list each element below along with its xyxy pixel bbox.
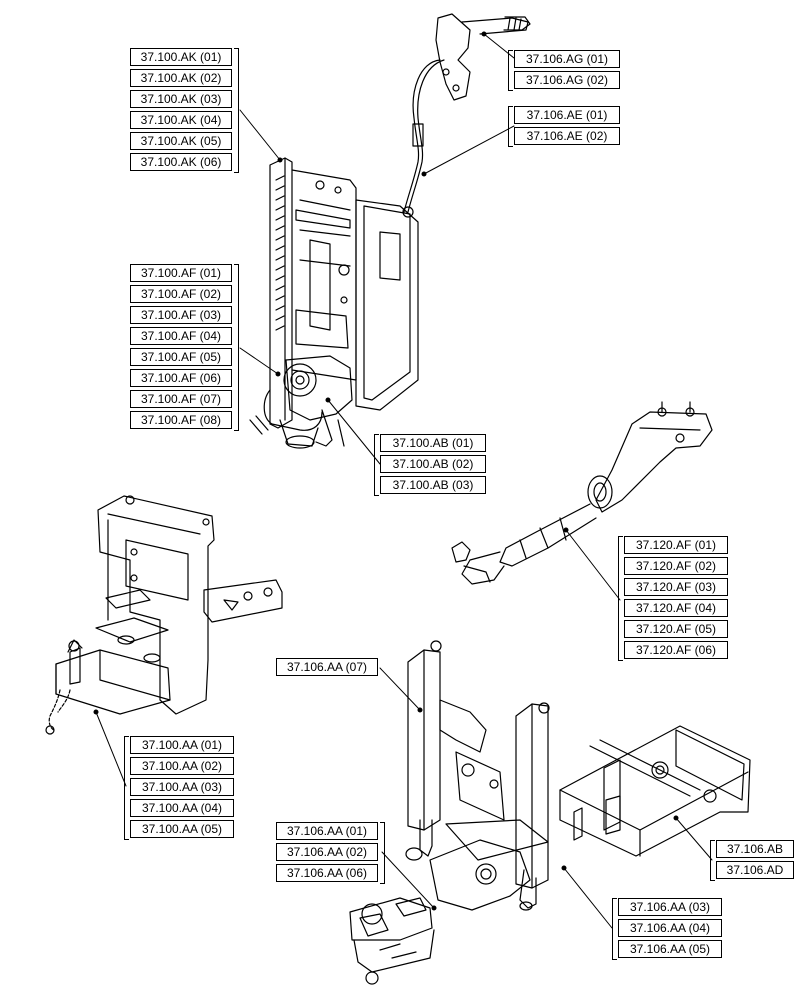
part-label[interactable]: 37.100.AF (04)	[130, 327, 232, 345]
group-bracket	[234, 264, 239, 431]
part-label[interactable]: 37.100.AF (08)	[130, 411, 232, 429]
part-label[interactable]: 37.106.AA (06)	[276, 864, 378, 882]
group-bracket	[618, 536, 623, 661]
part-label[interactable]: 37.100.AF (01)	[130, 264, 232, 282]
hitch-frame-drawing	[349, 640, 751, 985]
part-label[interactable]: 37.100.AK (05)	[130, 132, 232, 150]
part-label[interactable]: 37.100.AF (05)	[130, 348, 232, 366]
part-label[interactable]: 37.106.AA (02)	[276, 843, 378, 861]
group-bracket	[380, 822, 385, 884]
part-label[interactable]: 37.106.AE (01)	[514, 106, 620, 124]
top-link-drawing	[451, 401, 713, 585]
part-label[interactable]: 37.120.AF (04)	[624, 599, 728, 617]
part-label[interactable]: 37.106.AB	[716, 840, 794, 858]
group-bracket	[374, 434, 379, 496]
part-label[interactable]: 37.106.AA (07)	[276, 658, 378, 676]
part-label[interactable]: 37.100.AB (03)	[380, 476, 486, 494]
part-label[interactable]: 37.100.AB (02)	[380, 455, 486, 473]
part-label[interactable]: 37.100.AB (01)	[380, 434, 486, 452]
part-label[interactable]: 37.100.AK (06)	[130, 153, 232, 171]
part-label[interactable]: 37.100.AF (02)	[130, 285, 232, 303]
part-label[interactable]: 37.120.AF (03)	[624, 578, 728, 596]
group-bracket	[710, 840, 715, 881]
leader-lines	[93, 31, 713, 929]
part-label[interactable]: 37.120.AF (05)	[624, 620, 728, 638]
part-label[interactable]: 37.100.AA (03)	[130, 778, 234, 796]
part-label[interactable]: 37.106.AG (02)	[514, 71, 620, 89]
part-label[interactable]: 37.106.AA (05)	[618, 940, 722, 958]
part-label[interactable]: 37.106.AA (03)	[618, 898, 722, 916]
part-label[interactable]: 37.120.AF (01)	[624, 536, 728, 554]
part-label[interactable]: 37.100.AF (07)	[130, 390, 232, 408]
part-label[interactable]: 37.106.AD	[716, 861, 794, 879]
group-bracket	[124, 736, 129, 840]
group-bracket	[612, 898, 617, 960]
part-label[interactable]: 37.100.AK (04)	[130, 111, 232, 129]
part-label[interactable]: 37.106.AG (01)	[514, 50, 620, 68]
part-label[interactable]: 37.100.AA (01)	[130, 736, 234, 754]
part-label[interactable]: 37.106.AE (02)	[514, 127, 620, 145]
part-label[interactable]: 37.100.AA (05)	[130, 820, 234, 838]
part-label[interactable]: 37.106.AA (01)	[276, 822, 378, 840]
drawbar-bracket-drawing	[45, 495, 283, 735]
part-label[interactable]: 37.120.AF (02)	[624, 557, 728, 575]
part-label[interactable]: 37.100.AK (01)	[130, 48, 232, 66]
group-bracket	[508, 106, 513, 147]
part-label[interactable]: 37.106.AA (04)	[618, 919, 722, 937]
group-bracket	[508, 50, 513, 91]
part-label[interactable]: 37.100.AA (04)	[130, 799, 234, 817]
part-label[interactable]: 37.120.AF (06)	[624, 641, 728, 659]
part-label[interactable]: 37.100.AF (06)	[130, 369, 232, 387]
part-label[interactable]: 37.100.AK (03)	[130, 90, 232, 108]
hitch-column-drawing	[249, 13, 531, 449]
part-label[interactable]: 37.100.AA (02)	[130, 757, 234, 775]
part-label[interactable]: 37.100.AF (03)	[130, 306, 232, 324]
group-bracket	[234, 48, 239, 173]
part-label[interactable]: 37.100.AK (02)	[130, 69, 232, 87]
